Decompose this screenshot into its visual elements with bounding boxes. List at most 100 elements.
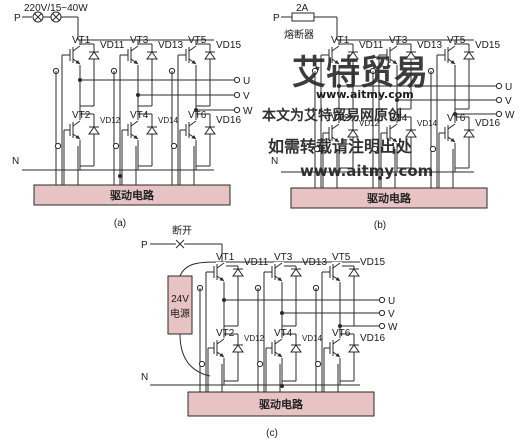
terminal-circle [256, 360, 264, 368]
dc-source-box [167, 275, 193, 335]
igbt-mask [130, 120, 140, 140]
transistor-label: VT6 [447, 113, 466, 124]
phase-output-label: W [388, 322, 398, 333]
diode-label: VD15 [216, 40, 241, 51]
igbt-symbol [324, 123, 340, 143]
terminal-circle [495, 82, 503, 90]
diode-label: VD11 [359, 40, 384, 51]
diode-symbol [405, 51, 417, 60]
transistor-label: VT5 [332, 252, 351, 263]
lamp-cross [34, 13, 42, 21]
diode-symbol [232, 344, 244, 353]
diode-label: VD14 [158, 116, 179, 125]
diode-label: VD12 [244, 334, 265, 343]
terminal-circle [170, 142, 178, 150]
igbt-mask [389, 123, 399, 143]
igbt-mask [447, 123, 457, 143]
igbt-symbol [267, 338, 283, 358]
diode-triangle [405, 129, 417, 138]
emitter-arrow [133, 60, 138, 64]
junction-dot [118, 174, 122, 178]
collector-lead [331, 45, 340, 52]
collector-lead [130, 45, 139, 52]
igbt-symbol [209, 338, 225, 358]
fuse-rating-label: 2A [296, 3, 309, 14]
igbt-symbol [325, 262, 341, 282]
diode-triangle [463, 129, 475, 138]
igbt-mask [216, 338, 226, 358]
igbt-symbol [440, 45, 456, 65]
source-lead [179, 261, 223, 277]
diode-symbol [463, 129, 475, 138]
emitter-arrow [277, 277, 282, 281]
igbt-symbol [181, 45, 197, 65]
terminal-circle [378, 309, 386, 317]
phase-output-label: V [388, 309, 395, 320]
diode-triangle [347, 129, 359, 138]
collector-lead [72, 120, 81, 127]
igbt-symbol [440, 123, 456, 143]
emitter-arrow [450, 138, 455, 142]
collector-lead [331, 123, 340, 130]
emitter-arrow [335, 353, 340, 357]
collector-lead [274, 338, 283, 345]
igbt-mask [188, 45, 198, 65]
collector-lead [447, 123, 456, 130]
diode-triangle [232, 268, 244, 277]
igbt-symbol [123, 120, 139, 140]
diode-triangle [348, 344, 360, 353]
terminal-circle [233, 106, 241, 114]
transistor-label: VT6 [332, 328, 351, 339]
igbt-mask [188, 120, 198, 140]
phase-output-label: U [388, 296, 395, 307]
igbt-mask [332, 262, 342, 282]
diode-symbol [463, 51, 475, 60]
transistor-label: VT4 [130, 110, 149, 121]
terminal-circle [429, 145, 437, 153]
diode-label: VD13 [417, 40, 442, 51]
transistor-label: VT3 [274, 252, 293, 263]
igbt-symbol [65, 45, 81, 65]
input-n-label: N [141, 372, 148, 383]
emitter-arrow [191, 60, 196, 64]
collector-lead [274, 262, 283, 269]
input-p-label: P [141, 240, 148, 251]
diode-triangle [348, 268, 360, 277]
panel-caption: (b) [374, 220, 386, 231]
igbt-mask [389, 45, 399, 65]
emitter-arrow [133, 135, 138, 139]
diode-label: VD13 [158, 40, 183, 51]
panel-caption: (a) [114, 218, 126, 229]
diode-triangle [405, 51, 417, 60]
igbt-mask [274, 262, 284, 282]
diode-symbol [204, 51, 216, 60]
diode-triangle [347, 51, 359, 60]
lamp-cross [52, 13, 60, 21]
collector-lead [216, 338, 225, 345]
diode-triangle [290, 344, 302, 353]
terminal-circle [495, 110, 503, 118]
emitter-arrow [75, 135, 80, 139]
emitter-arrow [191, 135, 196, 139]
igbt-mask [72, 45, 82, 65]
diode-symbol [405, 129, 417, 138]
emitter-arrow [450, 60, 455, 64]
phase-output-label: W [243, 106, 253, 117]
diode-symbol [88, 126, 100, 135]
emitter-arrow [392, 138, 397, 142]
diode-label: VD14 [417, 119, 438, 128]
diode-triangle [146, 51, 158, 60]
diode-label: VD14 [302, 334, 323, 343]
terminal-circle [233, 91, 241, 99]
diode-symbol [146, 51, 158, 60]
transistor-label: VT4 [274, 328, 293, 339]
igbt-mask [447, 45, 457, 65]
source-voltage-label: 24V [171, 294, 189, 305]
igbt-mask [331, 45, 341, 65]
igbt-symbol [382, 45, 398, 65]
